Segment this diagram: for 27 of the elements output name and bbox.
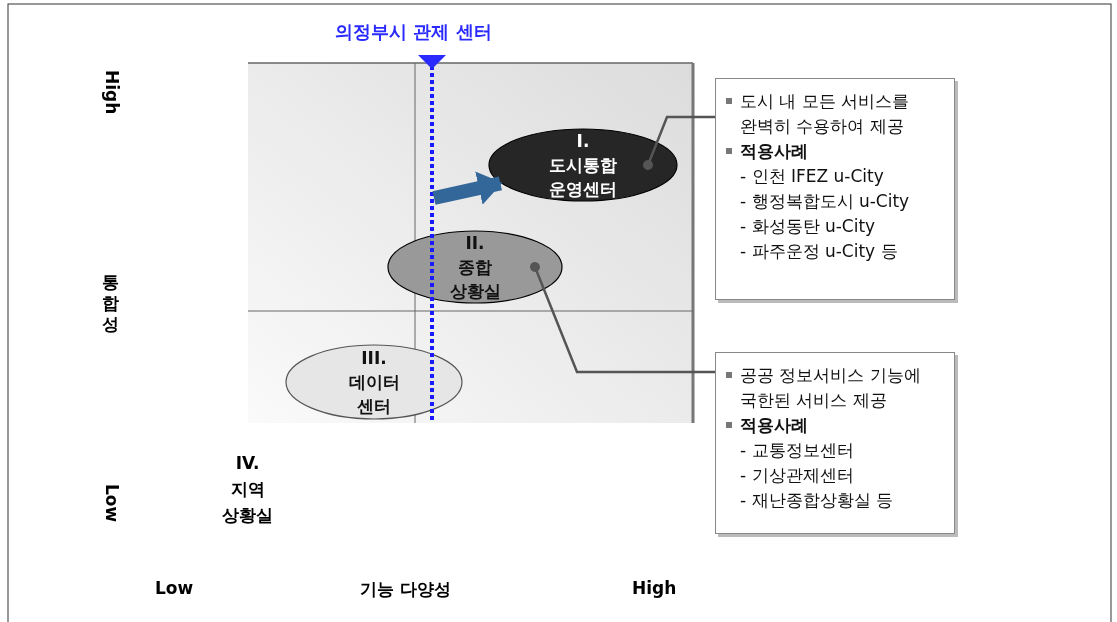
- leader-line: [643, 115, 715, 170]
- quadrant-label: IV.지역 상황실: [222, 452, 273, 527]
- callout-box: [715, 352, 955, 534]
- list-item: - 화성동탄 u-City: [739, 215, 877, 238]
- list-heading: 적용사례: [724, 139, 948, 164]
- axis-title: 기능 다양성: [360, 578, 451, 601]
- axis-end-label: High: [632, 578, 677, 598]
- axis-end-label: Low: [155, 578, 194, 598]
- list-item: - 파주운정 u-City 등: [739, 240, 899, 263]
- ellipse-node: I.도시통합 운영센터: [488, 128, 678, 202]
- arrow: [432, 171, 503, 205]
- list-item: - 행정복합도시 u-City: [739, 190, 911, 213]
- axis-end-label: High: [102, 70, 122, 115]
- list-item: - 기상관제센터: [739, 464, 855, 487]
- list-item: - 교통정보센터: [739, 439, 855, 462]
- leader-line: [530, 262, 715, 374]
- list-item: - 재난종합상황실 등: [739, 489, 894, 512]
- list-heading: 적용사례: [724, 413, 948, 438]
- axis-end-label: Low: [102, 484, 122, 523]
- callout-box: [715, 78, 955, 300]
- description-text: 도시 내 모든 서비스를 완벽히 수용하여 제공: [724, 89, 948, 139]
- marker-label: 의정부시 관제 센터: [335, 20, 492, 44]
- ellipse-node: II.종합 상황실: [387, 230, 563, 304]
- list-item: - 인천 IFEZ u-City: [739, 165, 885, 188]
- description-text: 공공 정보서비스 기능에 국한된 서비스 제공: [724, 363, 948, 413]
- ellipse-node: III.데이터 센터: [285, 344, 463, 420]
- axis-title: 통합성: [102, 272, 120, 335]
